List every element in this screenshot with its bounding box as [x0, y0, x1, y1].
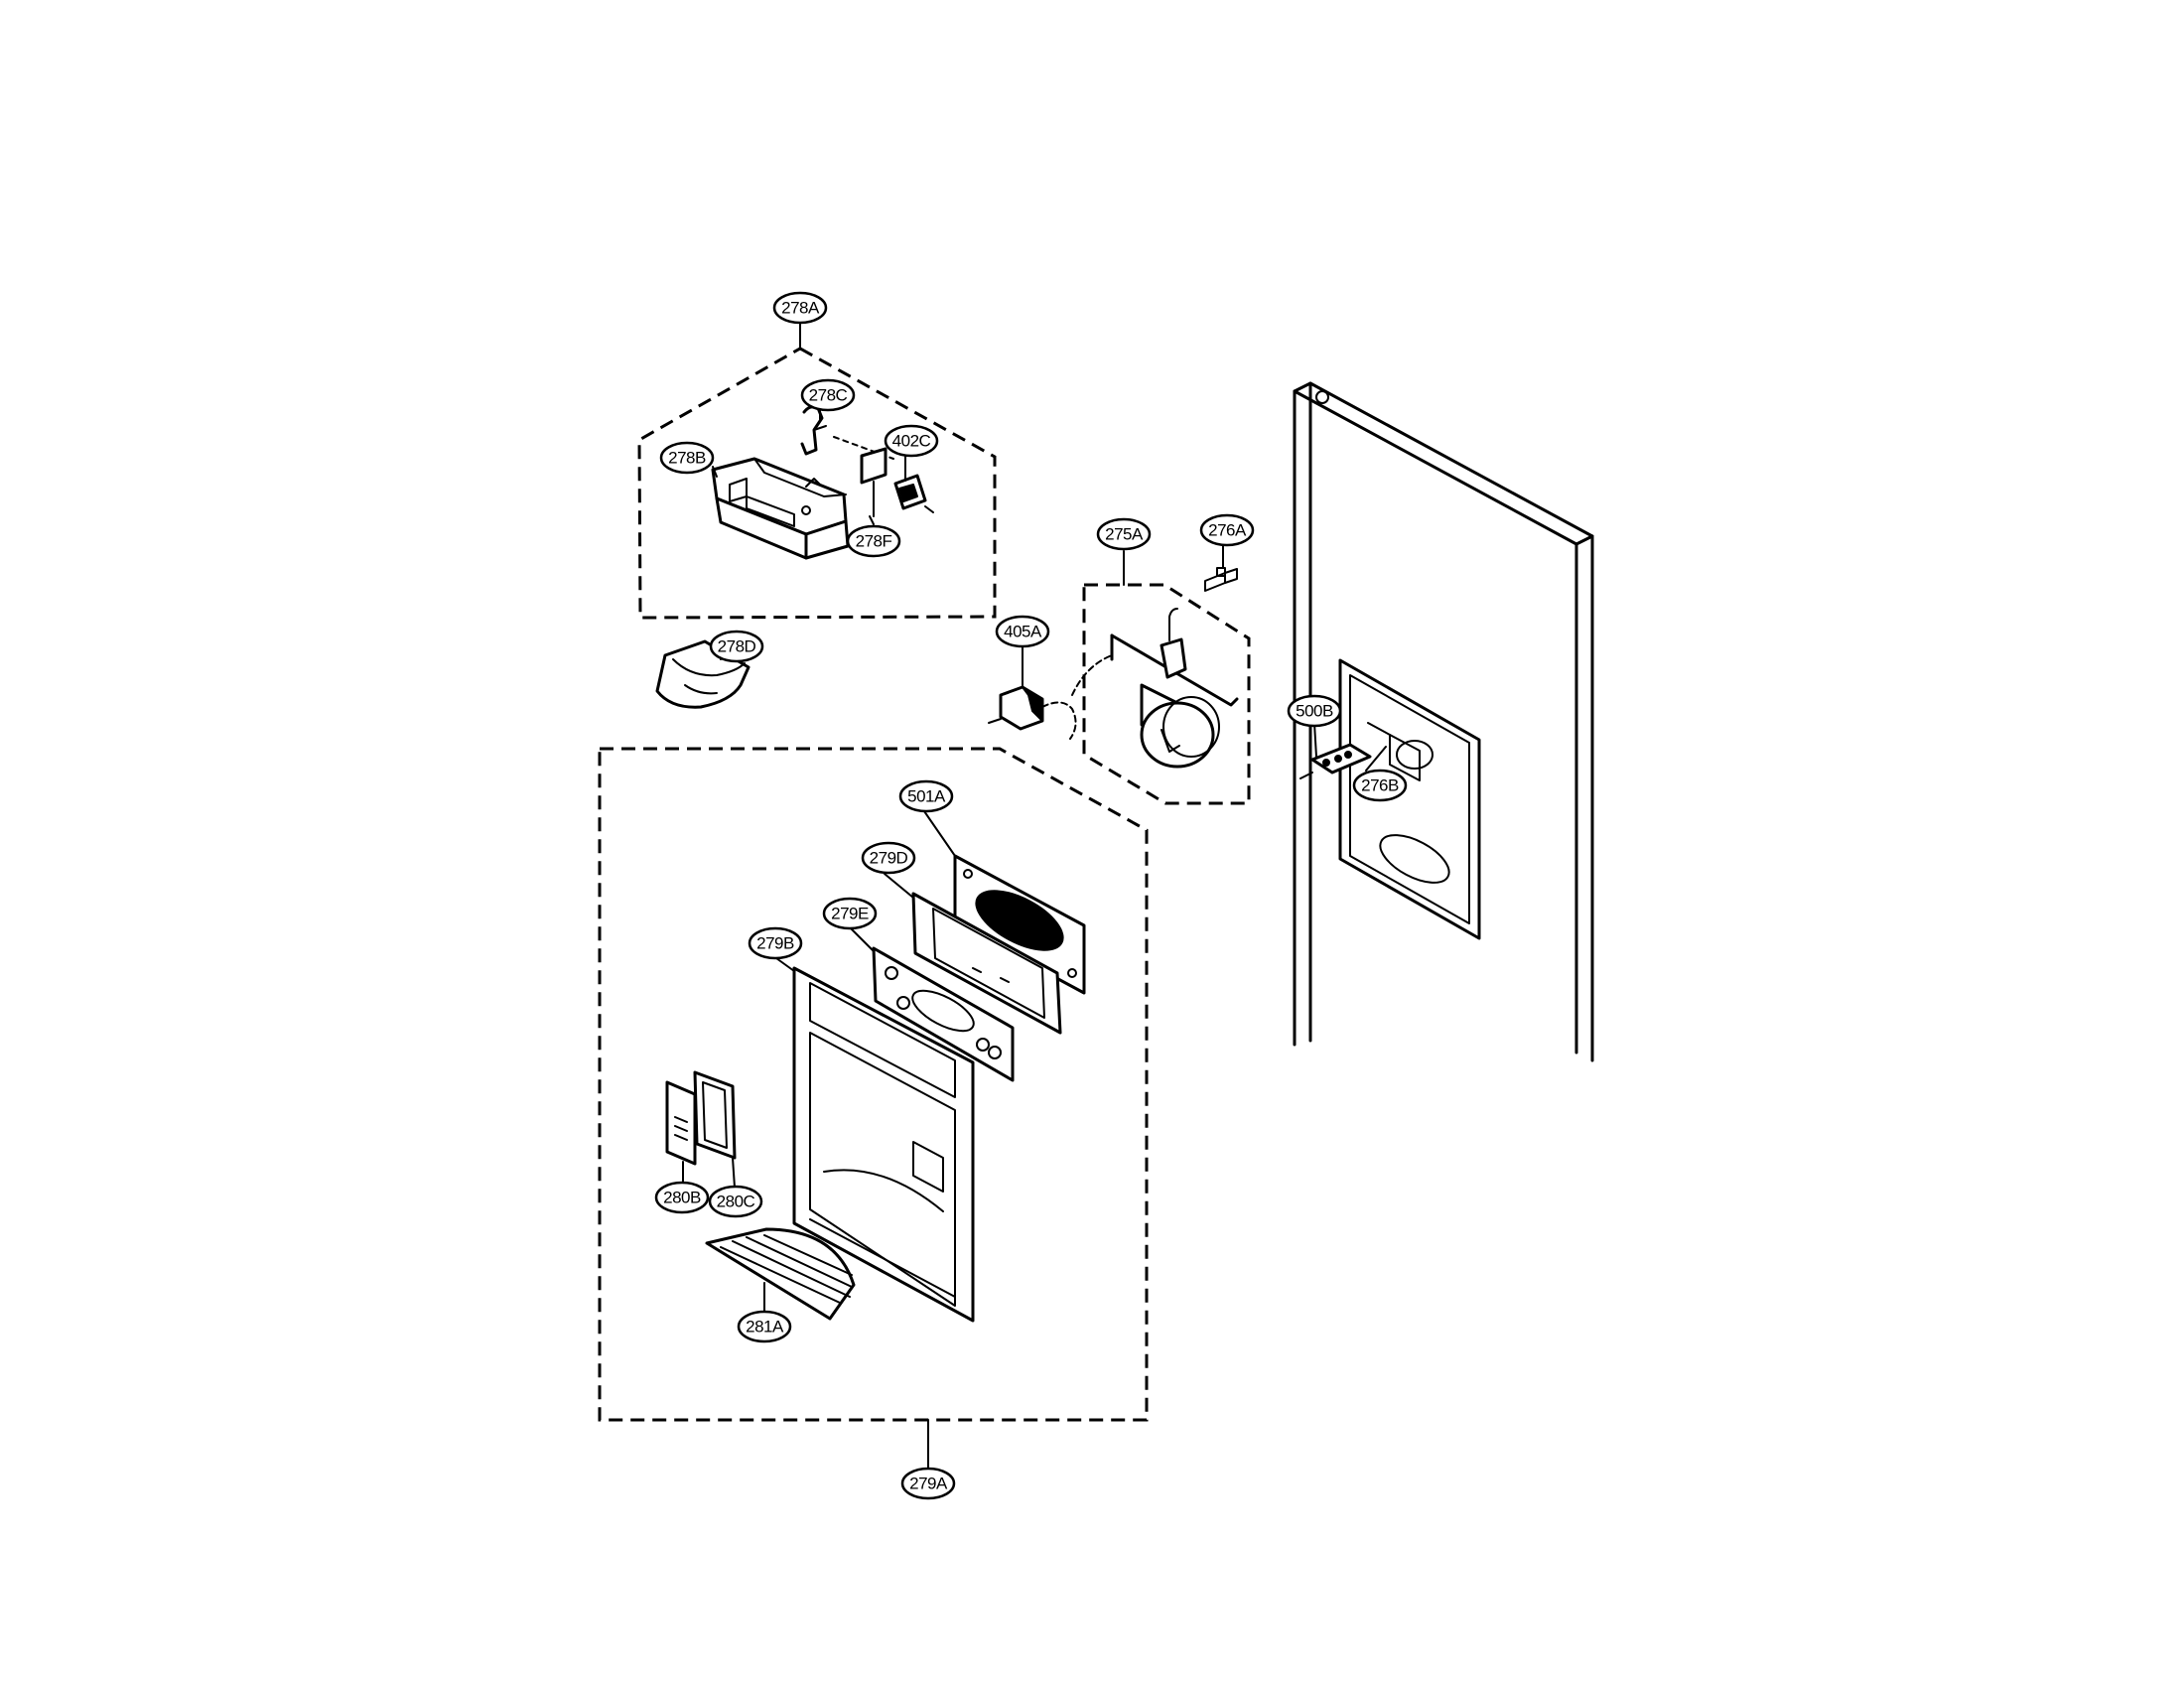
- svg-text:279B: 279B: [756, 934, 794, 953]
- callout-278C: 278C: [800, 378, 856, 412]
- part-279B-cover: [792, 966, 975, 1323]
- callout-278F: 278F: [846, 524, 901, 558]
- svg-text:405A: 405A: [1004, 623, 1042, 641]
- callout-279D: 279D: [861, 841, 916, 875]
- callout-501A: 501A: [898, 779, 954, 813]
- part-279D-frame: [911, 892, 1062, 1035]
- svg-text:275A: 275A: [1105, 525, 1144, 544]
- part-405A-solenoid: [988, 654, 1113, 740]
- fridge-door: [1293, 381, 1594, 1062]
- svg-text:501A: 501A: [907, 787, 946, 806]
- callout-278A: 278A: [772, 291, 828, 325]
- svg-text:279A: 279A: [909, 1475, 948, 1493]
- svg-text:278C: 278C: [809, 386, 848, 405]
- part-276A-clip: [1204, 567, 1238, 592]
- svg-text:278A: 278A: [781, 299, 820, 318]
- part-501A-pcb: [953, 854, 1086, 995]
- part-275A-motor: [1110, 608, 1239, 769]
- callout-276B: 276B: [1352, 769, 1408, 802]
- part-278B-housing: [711, 457, 850, 560]
- callout-500B: 500B: [1287, 694, 1342, 728]
- svg-text:276B: 276B: [1361, 776, 1399, 795]
- svg-text:281A: 281A: [746, 1318, 784, 1336]
- svg-text:500B: 500B: [1296, 702, 1333, 721]
- callout-276A: 276A: [1199, 513, 1255, 547]
- svg-text:280B: 280B: [663, 1189, 701, 1207]
- group-278A-boundary: [637, 322, 997, 620]
- svg-text:276A: 276A: [1208, 521, 1247, 540]
- callout-275A: 275A: [1096, 517, 1152, 551]
- callout-279B: 279B: [748, 926, 803, 960]
- svg-text:278F: 278F: [856, 532, 892, 551]
- part-281A-tray: [705, 1227, 856, 1321]
- leader-lines: [682, 406, 1387, 1312]
- callout-279E: 279E: [822, 897, 878, 930]
- part-278F-plate: [860, 447, 887, 517]
- callout-278B: 278B: [659, 441, 715, 475]
- svg-text:402C: 402C: [892, 432, 931, 451]
- part-280B-tab: [665, 1080, 697, 1166]
- callout-405A: 405A: [995, 615, 1050, 648]
- group-279A-boundary: [598, 747, 1149, 1469]
- part-279E-panel: [872, 946, 1015, 1082]
- group-275A-boundary: [1082, 550, 1251, 805]
- callout-279A: 279A: [900, 1467, 956, 1500]
- part-280C-tab: [693, 1070, 737, 1160]
- callout-278D: 278D: [709, 630, 764, 663]
- svg-text:279E: 279E: [831, 905, 869, 923]
- part-500B-board: [1299, 743, 1372, 779]
- callout-281A: 281A: [737, 1310, 792, 1343]
- callout-280C: 280C: [708, 1185, 763, 1218]
- svg-text:280C: 280C: [717, 1193, 755, 1211]
- svg-text:278B: 278B: [668, 449, 706, 468]
- svg-text:279D: 279D: [870, 849, 908, 868]
- svg-text:278D: 278D: [718, 637, 756, 656]
- callout-280B: 280B: [654, 1181, 710, 1214]
- callout-402C: 402C: [884, 424, 939, 458]
- part-402C-switch: [893, 474, 934, 513]
